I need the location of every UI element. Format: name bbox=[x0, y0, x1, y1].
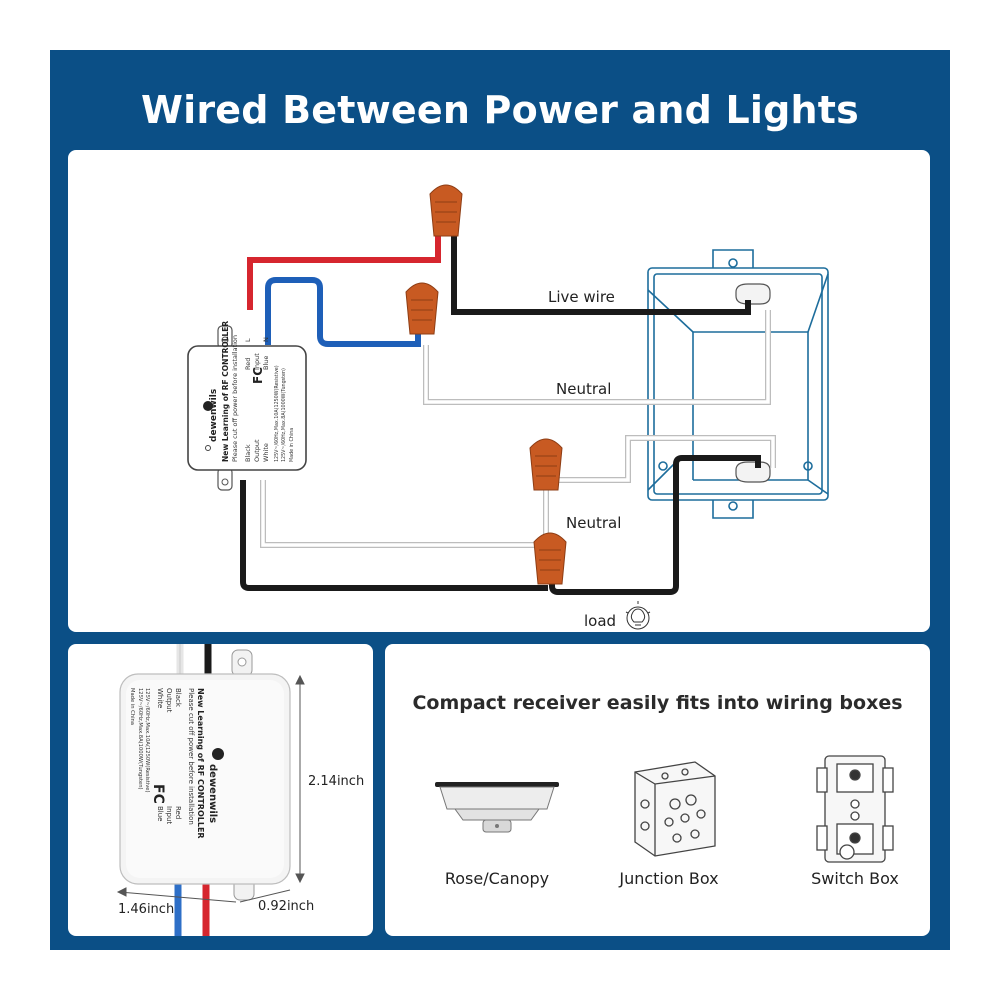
canopy-label: Rose/Canopy bbox=[444, 869, 550, 888]
wiring-boxes-panel: Compact receiver easily fits into wiring… bbox=[385, 644, 930, 936]
photo-warning: Please cut off power before installation bbox=[187, 688, 195, 825]
boxes-icons bbox=[435, 755, 894, 863]
blue-frame: Wired Between Power and Lights bbox=[50, 50, 950, 950]
junction-box-label: Junction Box bbox=[619, 869, 719, 888]
photo-black: Black bbox=[174, 688, 182, 708]
dimensions-panel: dewenwils New Learning of RF CONTROLLER … bbox=[68, 644, 373, 936]
rf-controller-device: dewenwils New Learning of RF CONTROLLER … bbox=[187, 321, 307, 491]
photo-rating-tungsten: 125V~/60Hz,Max.8A(1000W(Tungsten) bbox=[137, 688, 143, 790]
height-dimension: 2.14inch bbox=[308, 774, 364, 789]
load-label: load bbox=[584, 612, 616, 630]
controller-warning: Please cut off power before installation bbox=[231, 335, 239, 462]
neutral-bottom-label: Neutral bbox=[566, 514, 621, 532]
rf-controller-photo: dewenwils New Learning of RF CONTROLLER … bbox=[119, 673, 291, 885]
blue-wire bbox=[265, 277, 421, 347]
wire-nut-icon bbox=[529, 438, 563, 491]
label-input: Input bbox=[253, 353, 261, 370]
wire-nut-icon bbox=[405, 282, 439, 335]
photo-blue: Blue bbox=[156, 806, 164, 822]
lightbulb-icon bbox=[625, 601, 651, 630]
live-black-wire bbox=[451, 230, 751, 315]
photo-white: White bbox=[156, 688, 164, 708]
page-title: Wired Between Power and Lights bbox=[141, 88, 859, 132]
wiring-diagram-panel: dewenwils New Learning of RF CONTROLLER … bbox=[68, 150, 930, 632]
live-wire-label: Live wire bbox=[548, 288, 615, 306]
photo-input: Input bbox=[165, 806, 173, 824]
photo-rating-resistive: 125V~/60Hz,Max.10A(1250W(Resistive) bbox=[144, 688, 150, 793]
ceiling-terminal-icon bbox=[735, 283, 771, 483]
controller-title: New Learning of RF CONTROLLER bbox=[221, 321, 230, 462]
label-white: White bbox=[262, 443, 270, 462]
label-output: Output bbox=[253, 439, 261, 462]
canopy-icon bbox=[435, 782, 559, 833]
controller-brand: dewenwils bbox=[209, 389, 219, 442]
depth-dimension: 0.92inch bbox=[258, 899, 314, 914]
label-red: Red bbox=[244, 358, 252, 370]
wiring-diagram: dewenwils New Learning of RF CONTROLLER … bbox=[187, 184, 829, 630]
photo-made-in: Made in China bbox=[129, 688, 135, 725]
switch-box-label: Switch Box bbox=[811, 869, 899, 888]
label-black: Black bbox=[244, 444, 252, 462]
switch-box-icon bbox=[816, 755, 894, 863]
junction-box-icon bbox=[634, 761, 716, 857]
neutral-top-label: Neutral bbox=[556, 380, 611, 398]
terminal-l: L bbox=[244, 338, 252, 342]
photo-title: New Learning of RF CONTROLLER bbox=[196, 688, 205, 839]
device-dimensions: dewenwils New Learning of RF CONTROLLER … bbox=[116, 644, 364, 936]
photo-brand: dewenwils bbox=[207, 764, 218, 823]
rating-resistive: 125V~/60Hz,Max.10A(1250W(Resistive) bbox=[274, 365, 280, 462]
made-in: Made in China bbox=[289, 428, 295, 462]
photo-fc: FC bbox=[150, 784, 166, 804]
red-wire bbox=[247, 230, 441, 310]
terminal-n: N bbox=[262, 337, 270, 342]
rating-tungsten: 125V~/60Hz,Max.8A(1000W(Tungsten) bbox=[281, 368, 287, 462]
fc-mark: FC bbox=[251, 367, 265, 384]
photo-output: Output bbox=[165, 688, 173, 713]
wire-nut-icon bbox=[429, 184, 463, 237]
boxes-heading: Compact receiver easily fits into wiring… bbox=[412, 692, 903, 714]
wire-nut-icon bbox=[533, 532, 567, 585]
width-dimension: 1.46inch bbox=[118, 902, 174, 917]
photo-red: Red bbox=[174, 806, 182, 819]
label-blue: Blue bbox=[262, 356, 270, 370]
load-black-wire bbox=[240, 480, 548, 591]
load-black-wire-2 bbox=[549, 455, 761, 595]
